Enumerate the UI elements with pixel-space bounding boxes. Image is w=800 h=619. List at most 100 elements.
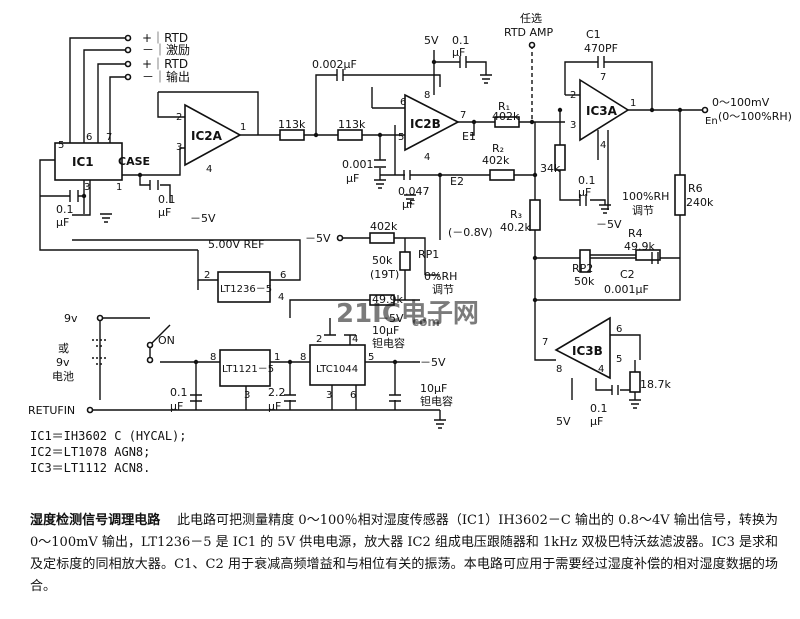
svg-text:4: 4 [278, 292, 284, 303]
svg-text:8: 8 [424, 90, 430, 101]
turns-label: (19T) [370, 268, 399, 281]
watermark-sub: com [412, 315, 440, 329]
r1-label: R₁ [498, 100, 510, 113]
svg-text:3: 3 [84, 182, 90, 193]
svg-text:7: 7 [600, 72, 606, 83]
c-0002-label: 0.002μF [312, 58, 357, 71]
caption: 湿度检测信号调理电路 此电路可把测量精度 0～100％相对湿度传感器（IC1）I… [30, 510, 778, 598]
r3-value: 40.2k [500, 221, 531, 234]
svg-text:6: 6 [280, 270, 286, 281]
terminal-rtd-minus: +｜RTD [142, 57, 188, 71]
ic-notes: IC1＝IH3602 C (HYCAL); IC2＝LT1078 AGN8; I… [30, 428, 187, 476]
r2-value: 402k [482, 154, 510, 167]
en-label: En [705, 116, 718, 127]
rtd-amp-label: RTD AMP [504, 26, 554, 39]
c2-label: C2 [620, 268, 635, 281]
c1-label: C1 [586, 28, 601, 41]
svg-text:2: 2 [204, 270, 210, 281]
svg-text:4: 4 [424, 152, 430, 163]
c-0001-unit: μF [346, 172, 359, 185]
c-b3-unit: μF [590, 415, 603, 428]
e1-label: E1 [462, 130, 476, 143]
c-top-value: 0.1 [452, 34, 470, 47]
svg-text:5: 5 [616, 354, 622, 365]
ltc-neg5v: －5V [420, 356, 446, 369]
note-ic3: IC3＝LT1112 ACN8. [30, 461, 151, 475]
tantalum2-value: 10μF [420, 382, 447, 395]
rh100-adj: 调节 [632, 204, 654, 217]
neg5v-rp1: －5V [305, 232, 331, 245]
r2-label: R₂ [492, 142, 504, 155]
note-ic1: IC1＝IH3602 C (HYCAL); [30, 429, 187, 443]
rh0-label: 0%RH [424, 270, 457, 283]
r499-label: 49.9k [372, 293, 403, 306]
c-b2-unit: μF [268, 400, 281, 413]
r113b-label: 113k [338, 118, 366, 131]
svg-text:7: 7 [460, 110, 466, 121]
note-ic2: IC2＝LT1078 AGN8; [30, 445, 151, 459]
rp2-value: 50k [574, 275, 595, 288]
svg-text:6: 6 [400, 97, 406, 108]
rh0-adj: 调节 [432, 283, 454, 296]
svg-text:1: 1 [274, 352, 280, 363]
svg-text:5: 5 [368, 352, 374, 363]
svg-text:4: 4 [600, 140, 606, 151]
c-mid-unit: μF [578, 186, 591, 199]
nine-v-label: 9v [64, 312, 78, 325]
battery-line2: 9v [56, 356, 70, 369]
svg-text:5: 5 [58, 140, 64, 151]
r187-label: 18.7k [640, 378, 671, 391]
r6-value: 240k [686, 196, 714, 209]
five-v-top: 5V [424, 34, 439, 47]
c-ic1b-unit: μF [158, 206, 171, 219]
svg-text:7: 7 [106, 132, 112, 143]
svg-text:5: 5 [398, 132, 404, 143]
svg-text:1: 1 [630, 98, 636, 109]
c1-value: 470PF [584, 42, 618, 55]
rp2-label: RP2 [572, 262, 593, 275]
c-mid-value: 0.1 [578, 174, 596, 187]
r113a-label: 113k [278, 118, 306, 131]
c2-value: 0.001μF [604, 283, 649, 296]
e2-label: E2 [450, 175, 464, 188]
c-b1-unit: μF [170, 400, 183, 413]
watermark: 21IC电子网 [336, 299, 479, 329]
c-ic1b-value: 0.1 [158, 193, 176, 206]
switch-on-label: ON [158, 334, 175, 347]
svg-text:3: 3 [176, 142, 182, 153]
ref-label: 5.00V REF [208, 238, 264, 251]
c-0001-value: 0.001 [342, 158, 374, 171]
svg-text:8: 8 [556, 364, 562, 375]
svg-text:3: 3 [570, 120, 576, 131]
svg-text:6: 6 [86, 132, 92, 143]
neg08-label: (－0.8V) [448, 226, 493, 239]
output-range-sub: (0～100%RH) [718, 110, 792, 123]
svg-text:7: 7 [542, 337, 548, 348]
battery-line3: 电池 [52, 370, 74, 383]
five-v-bottom: 5V [556, 415, 571, 428]
svg-text:1: 1 [116, 182, 122, 193]
r3-label: R₃ [510, 208, 522, 221]
neg5v-rp2: －5V [596, 218, 622, 231]
tantalum2-type: 钽电容 [420, 394, 453, 408]
svg-text:2: 2 [570, 90, 576, 101]
ic3b-label: IC3B [572, 344, 603, 358]
r34-label: 34k [540, 162, 561, 175]
svg-text:4: 4 [598, 364, 604, 375]
terminal-rtd-plus: +｜RTD [142, 31, 188, 45]
components [54, 34, 709, 429]
optional-label: 任选 [520, 12, 542, 25]
tantalum1-type: 钽电容 [372, 336, 405, 350]
r4-label: R4 [628, 227, 643, 240]
caption-title: 湿度检测信号调理电路 [30, 513, 161, 528]
rp1-label: RP1 [418, 248, 439, 261]
ic3a-label: IC3A [586, 104, 618, 118]
r4-value: 49.9k [624, 240, 655, 253]
r1-value: 402k [492, 110, 520, 123]
terminal-output: －｜输出 [142, 69, 190, 84]
lt1121-label: LT1121－5 [222, 364, 274, 375]
ltc1044-label: LTC1044 [316, 364, 358, 375]
svg-text:8: 8 [300, 352, 306, 363]
c-ic1-unit: μF [56, 216, 69, 229]
